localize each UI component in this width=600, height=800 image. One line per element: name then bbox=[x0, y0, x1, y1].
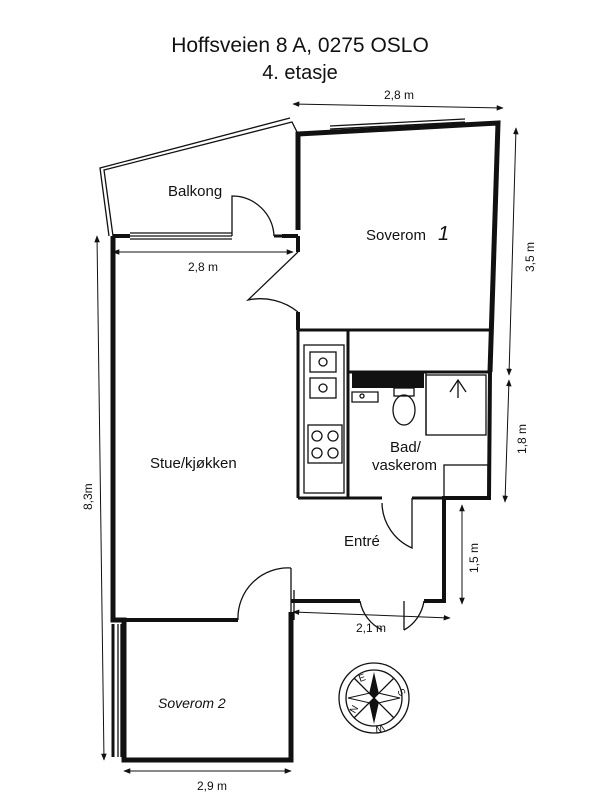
label-soverom1: Soverom bbox=[366, 227, 426, 244]
outer-walls bbox=[110, 120, 501, 763]
compass-w: W bbox=[373, 721, 386, 735]
bathroom-door bbox=[381, 498, 413, 549]
dim-label-top-width: 2,8 m bbox=[384, 88, 414, 102]
bathroom-fixtures bbox=[351, 378, 467, 426]
label-stue: Stue/kjøkken bbox=[150, 455, 237, 472]
label-entre: Entré bbox=[344, 533, 380, 550]
dim-label-bedroom1-height: 3,5 m bbox=[523, 242, 537, 272]
toilet-icon bbox=[393, 387, 415, 397]
compass-icon: N E S W bbox=[338, 662, 410, 735]
compass-n: N bbox=[348, 704, 361, 716]
dimension-lines bbox=[94, 101, 519, 774]
interior-walls bbox=[296, 328, 490, 500]
kitchen bbox=[303, 344, 345, 494]
plan-address: Hoffsveien 8 A, 0275 OSLO bbox=[171, 34, 429, 57]
bedroom2-door bbox=[237, 567, 295, 621]
dim-label-entry-width: 2,1 m bbox=[356, 621, 386, 635]
label-balkong: Balkong bbox=[168, 183, 222, 200]
compass-e: E bbox=[357, 672, 367, 685]
sink-icon bbox=[309, 351, 337, 373]
sink-icon-2 bbox=[309, 377, 337, 399]
balcony-outline bbox=[99, 117, 299, 240]
bedroom1-window bbox=[329, 118, 466, 130]
bedroom1-door bbox=[245, 236, 300, 330]
label-bad-line1: Bad/ bbox=[390, 439, 422, 456]
stove-icon bbox=[307, 424, 343, 464]
dim-label-bath-height: 1,8 m bbox=[515, 424, 529, 454]
dim-label-balcony-width: 2,8 m bbox=[188, 260, 218, 274]
dim-label-entry-height: 1,5 m bbox=[467, 543, 481, 573]
dim-label-bedroom2-width: 2,9 m bbox=[197, 779, 227, 793]
basin-icon bbox=[351, 391, 379, 403]
label-soverom1-number: 1 bbox=[438, 223, 449, 245]
label-bad-line2: vaskerom bbox=[372, 457, 437, 474]
plan-floor: 4. etasje bbox=[262, 62, 338, 84]
label-soverom2: Soverom 2 bbox=[158, 695, 226, 711]
compass-s: S bbox=[394, 687, 407, 699]
dim-label-total-height: 8,3m bbox=[81, 483, 95, 510]
